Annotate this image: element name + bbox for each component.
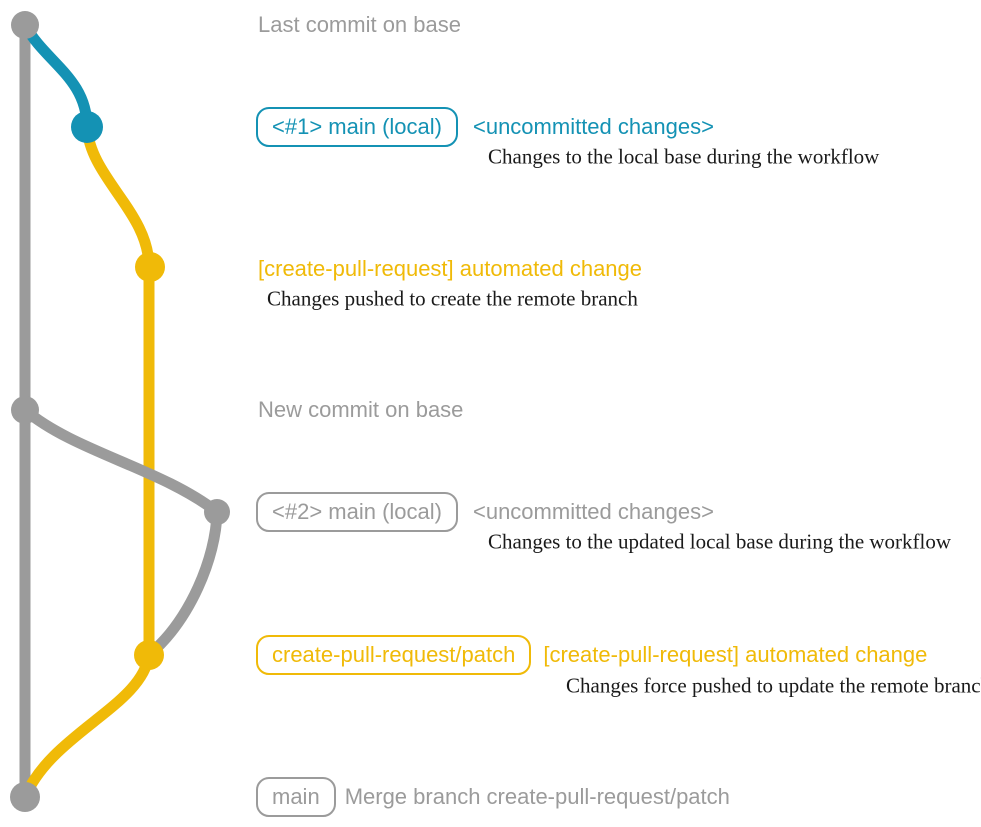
commit-node-last-commit-on-base [11,11,39,39]
row-automated-change-1: [create-pull-request] automated change [258,256,642,282]
row-last-commit: Last commit on base [258,12,461,38]
patch-merge-to-main-curve [19,649,155,803]
uncommitted-changes-desc-2: Changes to the updated local base during… [488,529,952,554]
row-automated-change-2: create-pull-request/patch [create-pull-r… [256,635,927,675]
branch-badge-main-local-2: <#2> main (local) [256,492,458,532]
row-new-commit: New commit on base [258,397,463,423]
row-main-local-1: <#1> main (local) <uncommitted changes> [256,107,714,147]
branch-badge-main: main [256,777,336,817]
main-local1-to-patch-curve [81,121,155,273]
uncommitted-changes-note-2: <uncommitted changes> [472,498,714,524]
commit-node-merge-commit-main [10,782,40,812]
automated-change-desc-2: Changes force pushed to update the remot… [566,673,981,698]
commit-node-main-local-1 [71,111,103,143]
merge-commit-label: Merge branch create-pull-request/patch [344,783,730,809]
uncommitted-changes-desc-1: Changes to the local base during the wor… [488,144,880,169]
automated-change-desc-1: Changes pushed to create the remote bran… [267,286,638,311]
base-to-main-local2-curve [19,404,223,518]
uncommitted-changes-note-1: <uncommitted changes> [472,113,714,139]
branch-badge-main-local-1: <#1> main (local) [256,107,458,147]
new-commit-label: New commit on base [258,396,464,422]
automated-change-message-1: [create-pull-request] automated change [258,255,643,281]
automated-change-message-2: [create-pull-request] automated change [543,641,928,667]
commit-node-main-local-2 [204,499,230,525]
commit-node-automated-change-1 [135,252,165,282]
commit-node-new-commit-on-base [11,396,39,424]
main-local2-to-patch-curve [143,506,223,661]
branch-badge-patch: create-pull-request/patch [256,635,532,675]
row-main-local-2: <#2> main (local) <uncommitted changes> [256,492,714,532]
commit-node-automated-change-2 [134,640,164,670]
last-commit-label: Last commit on base [258,11,461,37]
row-merge: main Merge branch create-pull-request/pa… [256,777,730,817]
base-to-main-local1-curve [19,19,93,133]
